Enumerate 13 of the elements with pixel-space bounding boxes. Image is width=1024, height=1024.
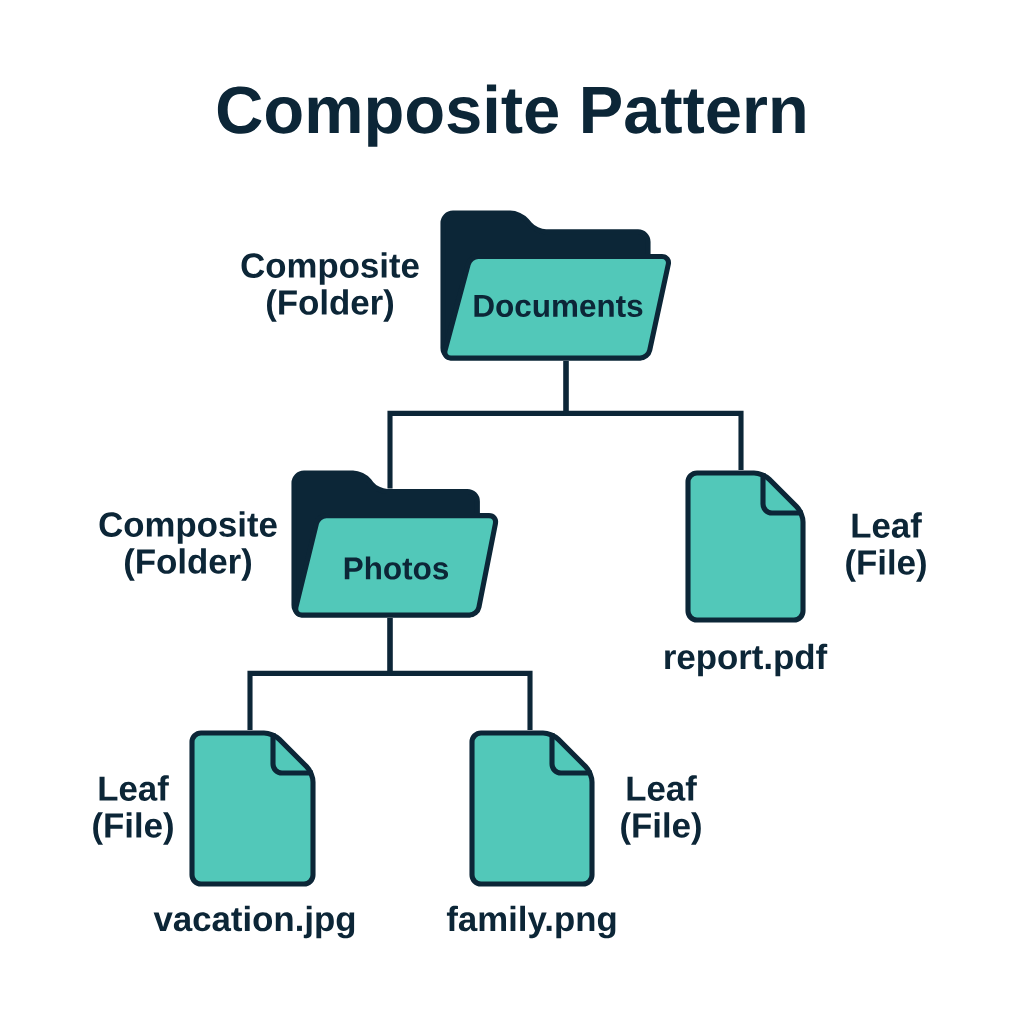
role-label: Leaf (File) — [846, 512, 926, 582]
title: Composite Pattern — [217, 84, 805, 147]
file-name: vacation.jpg — [153, 905, 355, 939]
file-name: report.pdf — [665, 643, 828, 677]
role-label: Leaf (File) — [93, 775, 173, 845]
file-name: family.png — [446, 905, 616, 939]
role-label: Composite (Folder) — [241, 252, 419, 322]
role-label: Composite (Folder) — [99, 511, 277, 581]
folder: Documents — [440, 210, 671, 361]
connector-line — [563, 360, 744, 471]
folder: Photos — [291, 470, 499, 618]
role-label: Leaf (File) — [621, 775, 701, 845]
connector-line — [387, 617, 533, 731]
